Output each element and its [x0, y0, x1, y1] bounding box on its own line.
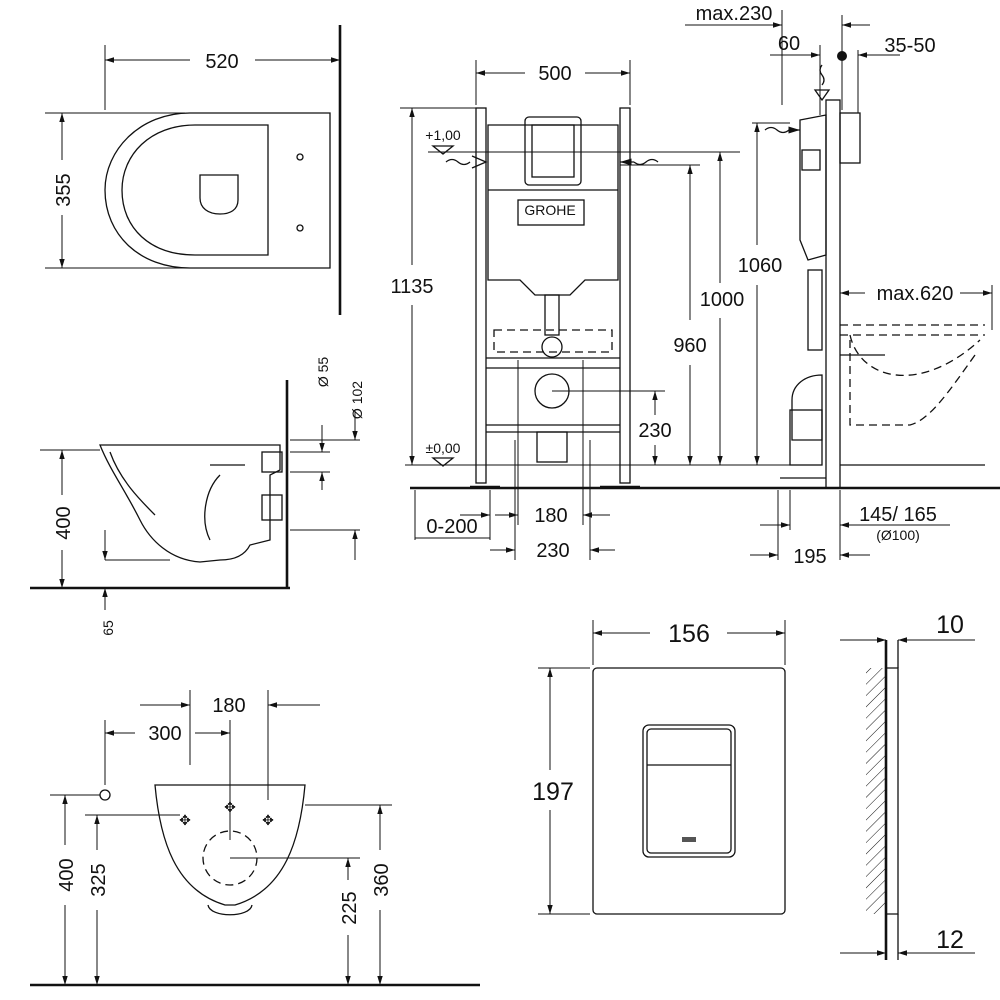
svg-text:✥: ✥ [179, 812, 191, 828]
dim-65: 65 [100, 620, 116, 636]
dim-60: 60 [778, 33, 800, 55]
frame-post-left [475, 107, 487, 484]
frame-side-view: max.230 60 35-50 1060 max.620 145/ 165 (… [685, 3, 993, 568]
dim-195: 195 [793, 546, 826, 568]
bowl-front-outline [154, 784, 306, 906]
dim-10: 10 [936, 611, 964, 639]
dim-35-50: 35-50 [884, 35, 935, 57]
dim-diameter-55: Ø 55 [315, 357, 331, 388]
flush-plate-front: 156 197 [532, 620, 786, 915]
dim-230-drain: 230 [638, 420, 671, 442]
dim-1000: 1000 [700, 289, 745, 311]
dim-0-200: 0-200 [426, 516, 477, 538]
dim-300: 300 [148, 723, 181, 745]
bowl-profile [99, 444, 281, 563]
cistern [487, 124, 619, 296]
wall-panel [825, 99, 841, 489]
flush-plate-side [839, 112, 861, 164]
dim-360: 360 [371, 863, 393, 896]
dim-max-230: max.230 [696, 3, 773, 25]
frame-front-view: GROHE 500 1135 +1,00 ±0,00 960 1000 230 [390, 60, 1000, 562]
cistern-side [799, 114, 827, 261]
dim-500: 500 [538, 63, 571, 85]
wall-hatch [866, 668, 886, 914]
bowl-top-view: 520 355 [45, 25, 342, 315]
dim-197: 197 [532, 778, 574, 806]
grohe-logo: GROHE [524, 202, 575, 218]
water-supply-point [99, 789, 111, 801]
bowl-opening [199, 174, 239, 215]
bowl-front-view: ✥ ✥ ✥ 180 300 400 325 225 360 [30, 690, 480, 987]
dim-225: 225 [339, 891, 361, 924]
dim-max-620: max.620 [877, 283, 954, 305]
dim-230-width: 230 [536, 540, 569, 562]
dim-520: 520 [205, 51, 238, 73]
dim-355: 355 [53, 173, 75, 206]
dim-180-fixing: 180 [534, 505, 567, 527]
seat-outline [121, 124, 269, 256]
svg-text:✥: ✥ [262, 812, 274, 828]
dim-180: 180 [212, 695, 245, 717]
dim-diameter-100: (Ø100) [876, 527, 920, 543]
dim-diameter-102: Ø 102 [349, 381, 365, 419]
dim-156: 156 [668, 620, 710, 648]
level-plus-1: +1,00 [425, 127, 461, 143]
actuator-opening [524, 116, 582, 186]
dim-12: 12 [936, 926, 964, 954]
flush-plate[interactable] [592, 667, 786, 915]
dim-1060: 1060 [738, 255, 783, 277]
flush-button[interactable] [642, 724, 736, 858]
dim-400-supply: 400 [56, 858, 78, 891]
dim-1135: 1135 [390, 276, 433, 298]
dim-325: 325 [88, 863, 110, 896]
level-zero: ±0,00 [426, 440, 461, 456]
dim-960: 960 [673, 335, 706, 357]
flush-plate-side-view: 10 12 [840, 611, 975, 960]
bowl-outline [104, 112, 331, 269]
dim-400: 400 [53, 506, 75, 539]
bowl-side-view: 400 65 Ø 55 Ø 102 [30, 357, 365, 636]
frame-post-right [619, 107, 631, 484]
dim-145-165: 145/ 165 [859, 504, 937, 526]
